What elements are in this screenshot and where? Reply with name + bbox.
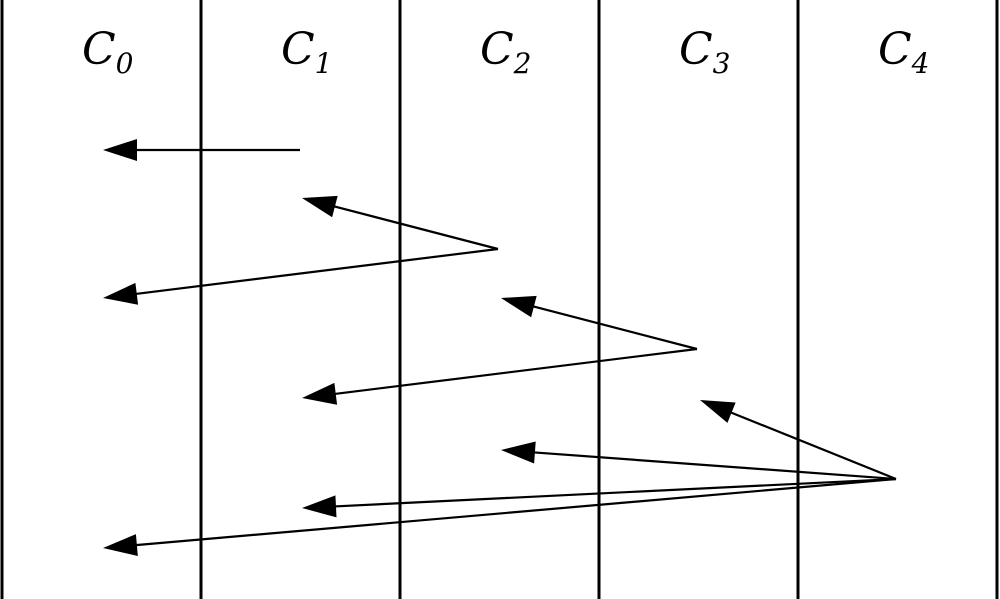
message-arrow-c3-to-c1 (302, 347, 698, 405)
arrow-head (103, 139, 137, 161)
arrow-head (501, 295, 537, 318)
message-arrow-c1-to-c0 (103, 139, 300, 161)
arrow-shaft (530, 451, 897, 481)
column-labels: C0 C1 C2 C3 C4 (82, 24, 930, 80)
message-arrow-c2-to-c1 (302, 195, 499, 251)
arrow-head (501, 441, 536, 464)
column-label-subscript: 1 (315, 47, 333, 80)
arrow-shaft (132, 247, 499, 296)
arrow-shaft (331, 347, 698, 396)
message-arrow-c2-to-c0 (103, 247, 499, 305)
arrow-head (302, 382, 338, 405)
arrow-shaft (330, 204, 499, 251)
column-label-c4: C4 (878, 24, 930, 80)
arrow-head (103, 282, 139, 305)
column-label-c3: C3 (679, 24, 731, 80)
arrow-shaft (529, 304, 698, 351)
column-label-subscript: 2 (513, 47, 532, 80)
column-label-base: C (82, 24, 116, 75)
column-label-base: C (679, 24, 713, 75)
column-label-base: C (281, 24, 315, 75)
column-label-subscript: 0 (116, 47, 134, 80)
column-label-subscript: 4 (911, 47, 930, 80)
column-label-base: C (480, 24, 514, 75)
arrow-head (700, 400, 736, 423)
arrow-head (302, 195, 338, 218)
message-arrow-c4-to-c0 (103, 477, 897, 557)
column-label-c0: C0 (82, 24, 134, 80)
arrow-shaft (727, 410, 897, 481)
arrow-head (302, 495, 337, 518)
message-arrow-c4-to-c1 (302, 477, 897, 518)
arrow-shaft (331, 477, 897, 508)
message-arrow-c3-to-c2 (501, 295, 698, 351)
arrow-head (103, 534, 138, 557)
arrow-shaft (132, 477, 897, 547)
column-label-c2: C2 (480, 24, 532, 80)
message-arrow-c4-to-c2 (501, 441, 897, 481)
column-label-c1: C1 (281, 24, 333, 80)
message-arrow-c4-to-c3 (700, 400, 897, 481)
column-label-base: C (878, 24, 912, 75)
message-arrows (103, 139, 897, 557)
column-label-subscript: 3 (713, 47, 731, 80)
